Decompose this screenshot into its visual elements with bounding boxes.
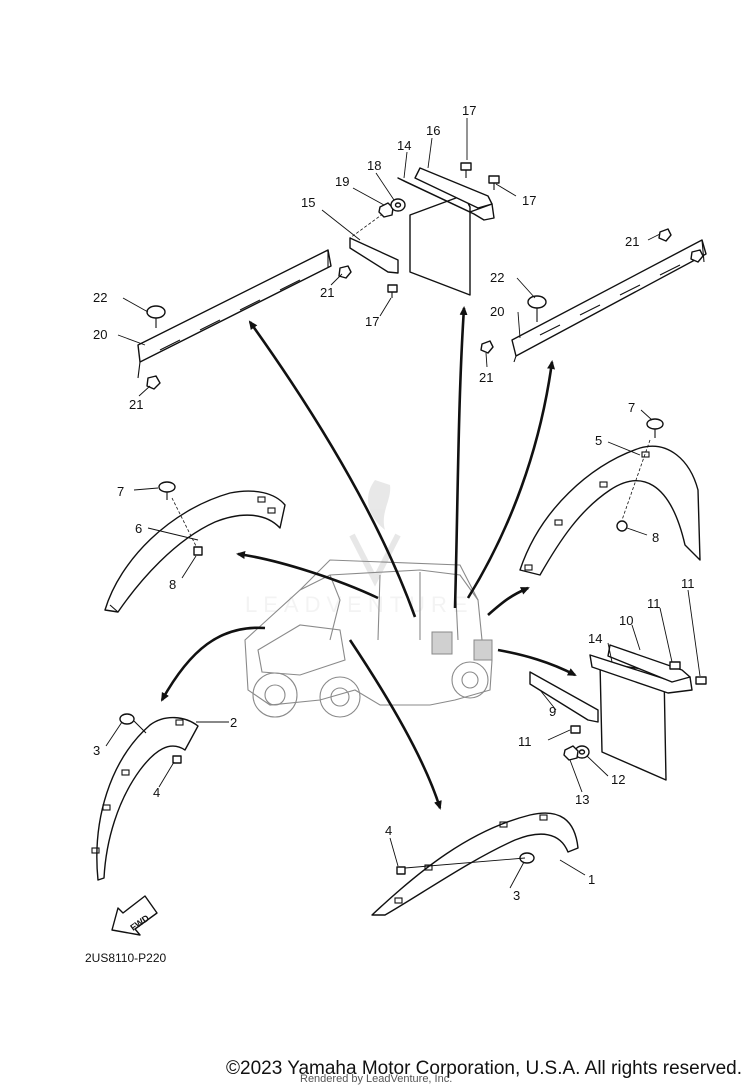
mud-flap	[409, 194, 471, 296]
callout-7-right: 7	[628, 400, 635, 415]
rendered-by-notice: Rendered by LeadVenture, Inc.	[300, 1073, 453, 1085]
callout-21-mid: 21	[320, 285, 334, 300]
fender-6-assembly	[104, 481, 286, 613]
callout-10: 10	[619, 613, 633, 628]
leader-lines	[105, 118, 701, 889]
nut-19	[378, 202, 394, 218]
washer-12	[574, 745, 590, 759]
fender-5	[519, 445, 701, 576]
callout-5: 5	[595, 433, 602, 448]
fender-1	[371, 812, 579, 916]
screw-3-left	[119, 713, 147, 734]
bolt-21-right-bottom	[480, 340, 494, 354]
watermark-logo: LEADVENTURE	[245, 480, 474, 617]
rail-20-left	[137, 249, 332, 363]
bolt-17-bottom	[387, 284, 398, 298]
callout-4-right: 4	[385, 823, 392, 838]
callout-11-a: 11	[681, 576, 695, 591]
bracket-9	[529, 671, 599, 723]
callout-16: 16	[426, 123, 440, 138]
callout-21-left-bottom: 21	[129, 397, 143, 412]
callout-6: 6	[135, 521, 142, 536]
callout-18: 18	[367, 158, 381, 173]
callout-22-right: 22	[490, 270, 504, 285]
top-mud-flap-assembly	[349, 162, 500, 298]
right-rail-assembly	[480, 228, 707, 363]
callout-11-b: 11	[647, 596, 661, 611]
screw-7-left	[158, 481, 176, 500]
callout-7-left: 7	[117, 484, 124, 499]
callout-8-right: 8	[652, 530, 659, 545]
bolt-21-right-side	[690, 249, 704, 263]
bolt-21-left-top	[338, 265, 352, 279]
vehicle-illustration	[244, 559, 493, 718]
bolt-17-top	[460, 162, 472, 178]
callout-12: 12	[611, 772, 625, 787]
fender-6	[104, 490, 286, 613]
callout-labels: 17 16 14 18 19 17 15 21 22 21 22 20 17 2…	[93, 103, 695, 903]
bolt-11-b	[695, 676, 707, 685]
drawing-code: 2US8110-P220	[85, 951, 166, 965]
callout-2: 2	[230, 715, 237, 730]
callout-3-right: 3	[513, 888, 520, 903]
callout-9: 9	[549, 704, 556, 719]
fender-5-assembly	[519, 418, 701, 576]
fender-2	[96, 716, 199, 881]
bolt-11-c	[570, 725, 581, 734]
callout-15: 15	[301, 195, 315, 210]
bolt-21-left-bottom	[146, 375, 161, 390]
pointer-arrows	[160, 306, 577, 810]
callout-20-left: 20	[93, 327, 107, 342]
nut-4-right	[396, 866, 406, 875]
clip-8-right	[616, 520, 628, 532]
callout-20-right: 20	[490, 304, 504, 319]
callout-14-top: 14	[397, 138, 411, 153]
callout-19: 19	[335, 174, 349, 189]
callout-1: 1	[588, 872, 595, 887]
washer-18	[390, 198, 406, 212]
bolt-22-left	[146, 305, 166, 328]
bolt-11-a	[669, 661, 681, 670]
flap-bracket-14	[397, 177, 495, 221]
rail-20-right	[511, 239, 707, 357]
bracket-15	[349, 237, 399, 274]
bolt-22-right	[527, 295, 547, 322]
callout-22-left: 22	[93, 290, 107, 305]
nut-13	[563, 745, 579, 761]
left-rail-assembly	[137, 249, 352, 390]
callout-4-left: 4	[153, 785, 160, 800]
callout-17-right: 17	[522, 193, 536, 208]
fender-1-assembly	[371, 812, 579, 916]
bolt-17-right	[488, 175, 500, 190]
forward-direction-arrow: FWD	[111, 895, 158, 936]
screw-7-right	[646, 418, 664, 438]
watermark-text: LEADVENTURE	[245, 592, 474, 617]
flap-plate-16	[414, 167, 493, 209]
callout-21-top-right: 21	[625, 234, 639, 249]
callout-11-c: 11	[518, 734, 532, 749]
callout-8-left: 8	[169, 577, 176, 592]
nut-4-left	[172, 755, 182, 764]
callout-21-right-bottom: 21	[479, 370, 493, 385]
clip-8-left	[193, 546, 203, 556]
callout-3-left: 3	[93, 743, 100, 758]
fender-2-assembly	[91, 713, 199, 881]
callout-14-lower: 14	[588, 631, 602, 646]
callout-17-bottom: 17	[365, 314, 379, 329]
copyright-notice: ©2023 Yamaha Motor Corporation, U.S.A. A…	[226, 1058, 742, 1079]
bolt-21-right-top	[658, 228, 672, 242]
lower-mud-flap-assembly	[529, 644, 707, 781]
callout-13: 13	[575, 792, 589, 807]
callout-17-top: 17	[462, 103, 476, 118]
